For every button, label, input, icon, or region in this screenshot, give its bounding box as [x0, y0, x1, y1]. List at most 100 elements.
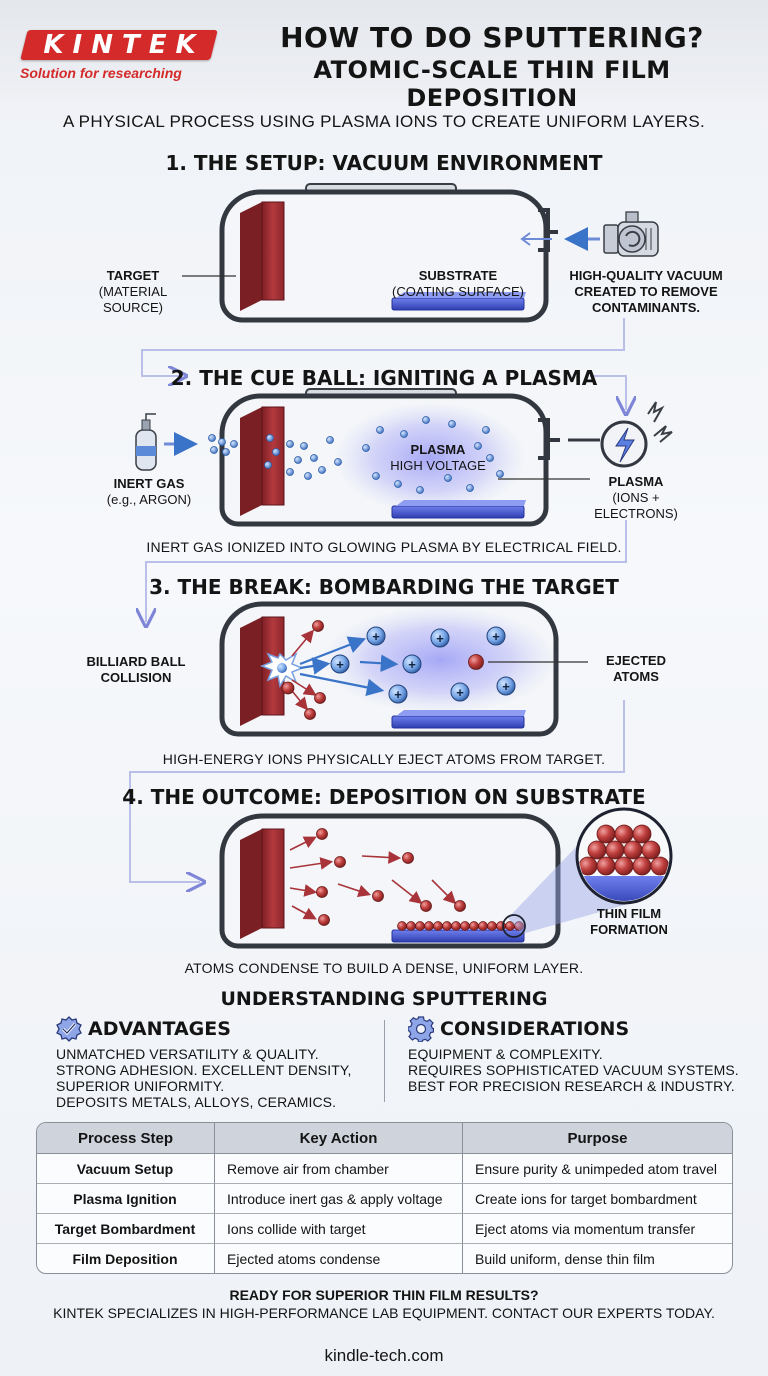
step3-chamber: + + + + + + + +	[219, 601, 588, 737]
target-label-text: TARGET	[106, 268, 160, 283]
thin-film-label-line: THIN FILM	[596, 906, 662, 921]
considerations-item: EQUIPMENT & COMPLEXITY.	[408, 1046, 603, 1062]
table-row: Plasma Ignition Introduce inert gas & ap…	[37, 1183, 732, 1213]
advantages-list: UNMATCHED VERSATILITY & QUALITY. STRONG …	[56, 1046, 352, 1110]
cta-heading: READY FOR SUPERIOR THIN FILM RESULTS?	[229, 1287, 539, 1303]
table-cell: Remove air from chamber	[214, 1154, 462, 1183]
thin-film-label-line: FORMATION	[590, 922, 668, 937]
plasma-label-sub: (IONS + ELECTRONS)	[594, 490, 678, 521]
table-cell: Build uniform, dense thin film	[462, 1243, 732, 1273]
table-cell: Vacuum Setup	[76, 1160, 174, 1177]
plasma-label: PLASMA (IONS + ELECTRONS)	[576, 474, 696, 522]
advantages-item: STRONG ADHESION. EXCELLENT DENSITY,	[56, 1062, 352, 1078]
step3-caption: HIGH-ENERGY IONS PHYSICALLY EJECT ATOMS …	[162, 751, 606, 767]
ion-symbol: +	[456, 685, 464, 700]
substrate-label-text: SUBSTRATE	[418, 268, 498, 283]
plasma-center-text: PLASMA	[410, 442, 466, 457]
ion-symbol: +	[436, 631, 444, 646]
considerations-item: REQUIRES SOPHISTICATED VACUUM SYSTEMS.	[408, 1062, 739, 1078]
considerations-item: BEST FOR PRECISION RESEARCH & INDUSTRY.	[408, 1078, 735, 1094]
advantages-title: ADVANTAGES	[88, 1018, 231, 1040]
page-subtitle: ATOMIC-SCALE THIN FILM DEPOSITION	[313, 56, 671, 112]
ion-symbol: +	[492, 629, 500, 644]
flow-line-2-plasma	[590, 375, 626, 410]
advantages-item: UNMATCHED VERSATILITY & QUALITY.	[56, 1046, 319, 1062]
plasma-center-label: PLASMA HIGH VOLTAGE	[378, 442, 498, 474]
table-cell: Ions collide with target	[214, 1213, 462, 1243]
table-header-row: Process Step Key Action Purpose	[37, 1123, 732, 1154]
table-row: Target Bombardment Ions collide with tar…	[37, 1213, 732, 1243]
table-row: Film Deposition Ejected atoms condense B…	[37, 1243, 732, 1273]
brand-tagline: Solution for researching	[20, 65, 182, 81]
intro-text: A PHYSICAL PROCESS USING PLASMA IONS TO …	[62, 112, 706, 131]
page-title: HOW TO DO SPUTTERING?	[280, 21, 704, 54]
collision-label-line: COLLISION	[100, 670, 172, 685]
high-voltage-icon	[600, 401, 673, 468]
table-cell: Ejected atoms condense	[214, 1243, 462, 1273]
collision-label-line: BILLIARD BALL	[86, 654, 186, 669]
advantages-item: SUPERIOR UNIFORMITY.	[56, 1078, 225, 1094]
vacuum-label-line: CONTAMINANTS.	[591, 300, 701, 315]
understanding-heading: UNDERSTANDING SPUTTERING	[220, 988, 548, 1010]
table-row: Vacuum Setup Remove air from chamber Ens…	[37, 1154, 732, 1183]
brand-logo-text: KINTEK	[43, 30, 205, 60]
ejected-atoms-line: ATOMS	[613, 669, 659, 684]
ejected-atoms-label: EJECTED ATOMS	[586, 653, 686, 685]
inert-gas-label-text: INERT GAS	[113, 476, 185, 491]
plasma-label-text: PLASMA	[608, 474, 664, 489]
cta-text: KINTEK SPECIALIZES IN HIGH-PERFORMANCE L…	[53, 1305, 715, 1321]
inert-gas-label-sub: (e.g., ARGON)	[106, 492, 192, 507]
advantages-item: DEPOSITS METALS, ALLOYS, CERAMICS.	[56, 1094, 337, 1110]
target-label-sub: (MATERIAL SOURCE)	[98, 284, 168, 315]
gas-cylinder-icon	[135, 413, 157, 471]
vacuum-label: HIGH-QUALITY VACUUM CREATED TO REMOVE CO…	[556, 268, 736, 316]
check-badge-icon	[56, 1016, 82, 1042]
vacuum-label-line: HIGH-QUALITY VACUUM	[569, 268, 723, 283]
flow-line-1-2	[141, 318, 625, 376]
footer-link[interactable]: kindle-tech.com	[324, 1346, 444, 1365]
ion-symbol: +	[502, 679, 510, 694]
target-label: TARGET (MATERIAL SOURCE)	[78, 268, 188, 316]
inert-gas-label: INERT GAS (e.g., ARGON)	[94, 476, 204, 508]
column-divider	[384, 1020, 385, 1102]
vacuum-pump-icon	[603, 211, 659, 257]
table-header: Key Action	[214, 1123, 462, 1154]
process-table: Process Step Key Action Purpose Vacuum S…	[36, 1122, 733, 1274]
step1-chamber	[182, 183, 659, 323]
plasma-center-sub: HIGH VOLTAGE	[390, 458, 486, 473]
flow-line-3-4	[129, 700, 625, 882]
gear-icon	[408, 1016, 434, 1042]
sputtering-diagram: + + + + + + + +	[129, 183, 673, 949]
substrate-label: SUBSTRATE (COATING SURFACE)	[388, 268, 528, 300]
ion-symbol: +	[336, 657, 344, 672]
table-cell: Film Deposition	[37, 1243, 214, 1273]
step4-chamber	[219, 807, 673, 949]
step4-caption: ATOMS CONDENSE TO BUILD A DENSE, UNIFORM…	[184, 960, 584, 976]
ejected-atoms-line: EJECTED	[606, 653, 666, 668]
table-cell: Introduce inert gas & apply voltage	[214, 1183, 462, 1213]
table-cell: Eject atoms via momentum transfer	[462, 1213, 732, 1243]
step2-caption: INERT GAS IONIZED INTO GLOWING PLASMA BY…	[146, 539, 622, 555]
step2-chamber	[135, 388, 673, 527]
considerations-title: CONSIDERATIONS	[440, 1018, 630, 1040]
collision-label: BILLIARD BALL COLLISION	[86, 654, 186, 686]
step1-title: 1. THE SETUP: VACUUM ENVIRONMENT	[165, 151, 603, 175]
vacuum-label-line: CREATED TO REMOVE	[574, 284, 718, 299]
table-cell: Target Bombardment	[37, 1213, 214, 1243]
table-cell: Plasma Ignition	[37, 1183, 214, 1213]
step3-title: 3. THE BREAK: BOMBARDING THE TARGET	[149, 575, 619, 599]
substrate-label-sub: (COATING SURFACE)	[392, 284, 524, 299]
step4-title: 4. THE OUTCOME: DEPOSITION ON SUBSTRATE	[122, 785, 646, 809]
step2-title: 2. THE CUE BALL: IGNITING A PLASMA	[170, 366, 598, 390]
table-header: Purpose	[462, 1123, 732, 1154]
ion-symbol: +	[372, 629, 380, 644]
table-cell: Ensure purity & unimpeded atom travel	[462, 1154, 732, 1183]
ion-symbol: +	[408, 657, 416, 672]
ion-symbol: +	[394, 687, 402, 702]
flow-line-2-3	[146, 520, 627, 622]
considerations-list: EQUIPMENT & COMPLEXITY. REQUIRES SOPHIST…	[408, 1046, 739, 1094]
table-header: Process Step	[37, 1123, 214, 1154]
thin-film-zoom	[575, 807, 673, 905]
table-cell: Create ions for target bombardment	[462, 1183, 732, 1213]
thin-film-label: THIN FILM FORMATION	[574, 906, 684, 938]
